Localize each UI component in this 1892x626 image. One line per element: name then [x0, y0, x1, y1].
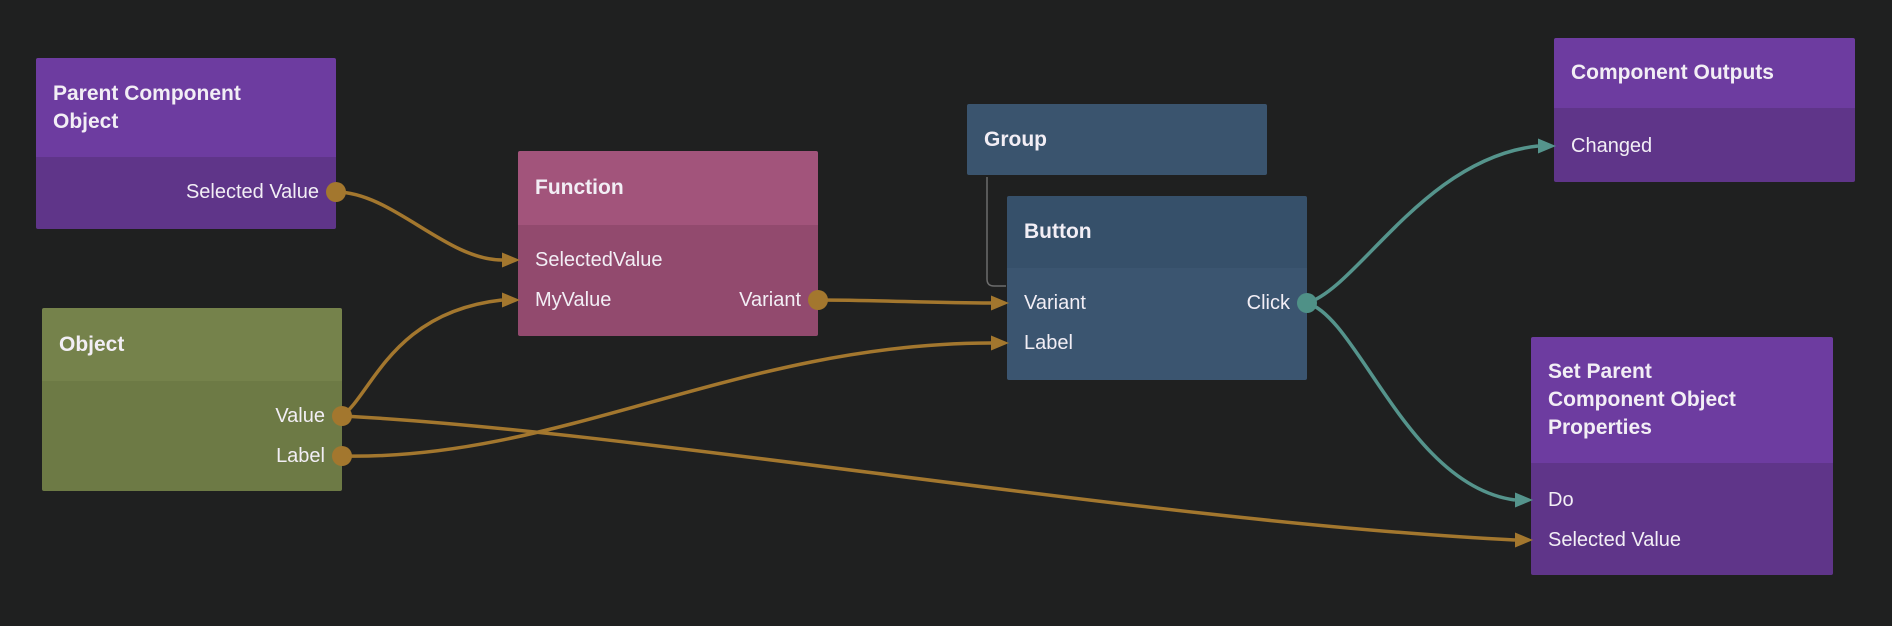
- node-header[interactable]: Function: [518, 151, 818, 225]
- node-title-line: Component Outputs: [1571, 61, 1774, 84]
- wire-path[interactable]: [341, 341, 992, 458]
- node-title-line: Button: [1024, 220, 1092, 243]
- wire-path[interactable]: [341, 414, 1516, 542]
- node-body: SelectedValue MyValue Variant: [518, 225, 818, 336]
- port-row: SelectedValue: [518, 240, 818, 280]
- node-button[interactable]: Button Variant Click Label: [1007, 196, 1307, 380]
- port-row: Do: [1531, 480, 1833, 520]
- node-body: Selected Value: [36, 157, 336, 229]
- wire-path[interactable]: [1306, 144, 1539, 305]
- node-title: Button: [1024, 218, 1092, 246]
- wire-path[interactable]: [1306, 301, 1516, 502]
- output-port-variant[interactable]: Variant: [739, 288, 801, 311]
- node-group[interactable]: Group: [967, 104, 1267, 175]
- node-title-line: Component Object: [1548, 388, 1736, 411]
- node-body: Do Selected Value: [1531, 463, 1833, 575]
- input-port-selectedvalue[interactable]: SelectedValue: [535, 248, 663, 271]
- port-row: Value: [42, 396, 342, 436]
- node-object[interactable]: Object Value Label: [42, 308, 342, 491]
- node-header[interactable]: Button: [1007, 196, 1307, 268]
- node-header[interactable]: Object: [42, 308, 342, 381]
- node-component-outputs[interactable]: Component Outputs Changed: [1554, 38, 1855, 182]
- node-header[interactable]: Component Outputs: [1554, 38, 1855, 108]
- output-port-click[interactable]: Click: [1246, 291, 1290, 314]
- port-row: Changed: [1554, 126, 1855, 166]
- input-port-do[interactable]: Do: [1548, 488, 1574, 511]
- wire-object-label-to-button-label[interactable]: [341, 335, 1009, 458]
- node-title-line: Parent Component: [53, 81, 241, 105]
- wire-button-click-to-setparent-do[interactable]: [1306, 301, 1533, 508]
- node-body: Value Label: [42, 381, 342, 491]
- node-title: Group: [984, 126, 1047, 154]
- port-row: Selected Value: [36, 172, 336, 212]
- node-header[interactable]: Parent Component Object: [36, 58, 336, 157]
- node-title-line: Properties: [1548, 416, 1652, 439]
- node-body: Changed: [1554, 108, 1855, 182]
- node-set-parent-component-object-properties[interactable]: Set Parent Component Object Properties D…: [1531, 337, 1833, 575]
- wire-path[interactable]: [817, 298, 992, 305]
- port-row: Variant Click: [1007, 283, 1307, 323]
- output-port-value[interactable]: Value: [275, 404, 325, 427]
- port-row: Label: [1007, 323, 1307, 363]
- node-function[interactable]: Function SelectedValue MyValue Variant: [518, 151, 818, 336]
- wire-object-value-to-setparent-selected-value[interactable]: [341, 414, 1533, 548]
- wire-function-variant-to-button-variant[interactable]: [817, 295, 1009, 311]
- node-title: Object: [59, 331, 124, 359]
- input-port-variant[interactable]: Variant: [1024, 291, 1086, 314]
- node-header[interactable]: Group: [967, 104, 1267, 175]
- node-title: Set Parent Component Object Properties: [1548, 358, 1736, 442]
- wire-object-value-to-function-myvalue[interactable]: [340, 292, 520, 418]
- node-title: Function: [535, 174, 624, 202]
- node-title-line: Object: [59, 332, 125, 356]
- node-parent-component-object[interactable]: Parent Component Object Selected Value: [36, 58, 336, 229]
- input-port-myvalue[interactable]: MyValue: [535, 288, 612, 311]
- input-port-label[interactable]: Label: [1024, 331, 1073, 354]
- wire-button-click-to-component-outputs-changed[interactable]: [1306, 138, 1556, 305]
- node-title: Component Outputs: [1571, 59, 1774, 87]
- wire-path[interactable]: [340, 298, 503, 418]
- node-header[interactable]: Set Parent Component Object Properties: [1531, 337, 1833, 463]
- wire-path[interactable]: [335, 190, 503, 262]
- node-body: Variant Click Label: [1007, 268, 1307, 380]
- output-port-label[interactable]: Label: [276, 444, 325, 467]
- node-title: Parent Component Object: [53, 80, 241, 136]
- port-row: Label: [42, 436, 342, 476]
- output-port-selected-value[interactable]: Selected Value: [185, 180, 319, 203]
- port-row: MyValue Variant: [518, 280, 818, 320]
- node-title-line: Function: [535, 176, 624, 199]
- port-row: Selected Value: [1531, 520, 1833, 560]
- wire-parent-selected-value-to-function-selectedvalue[interactable]: [335, 190, 520, 268]
- node-title-line: Group: [984, 127, 1047, 151]
- input-port-selected-value[interactable]: Selected Value: [1548, 528, 1682, 551]
- input-port-changed[interactable]: Changed: [1571, 134, 1653, 157]
- node-title-line: Object: [53, 109, 119, 133]
- group-child-link: [986, 177, 1006, 287]
- node-title-line: Set Parent: [1548, 360, 1652, 383]
